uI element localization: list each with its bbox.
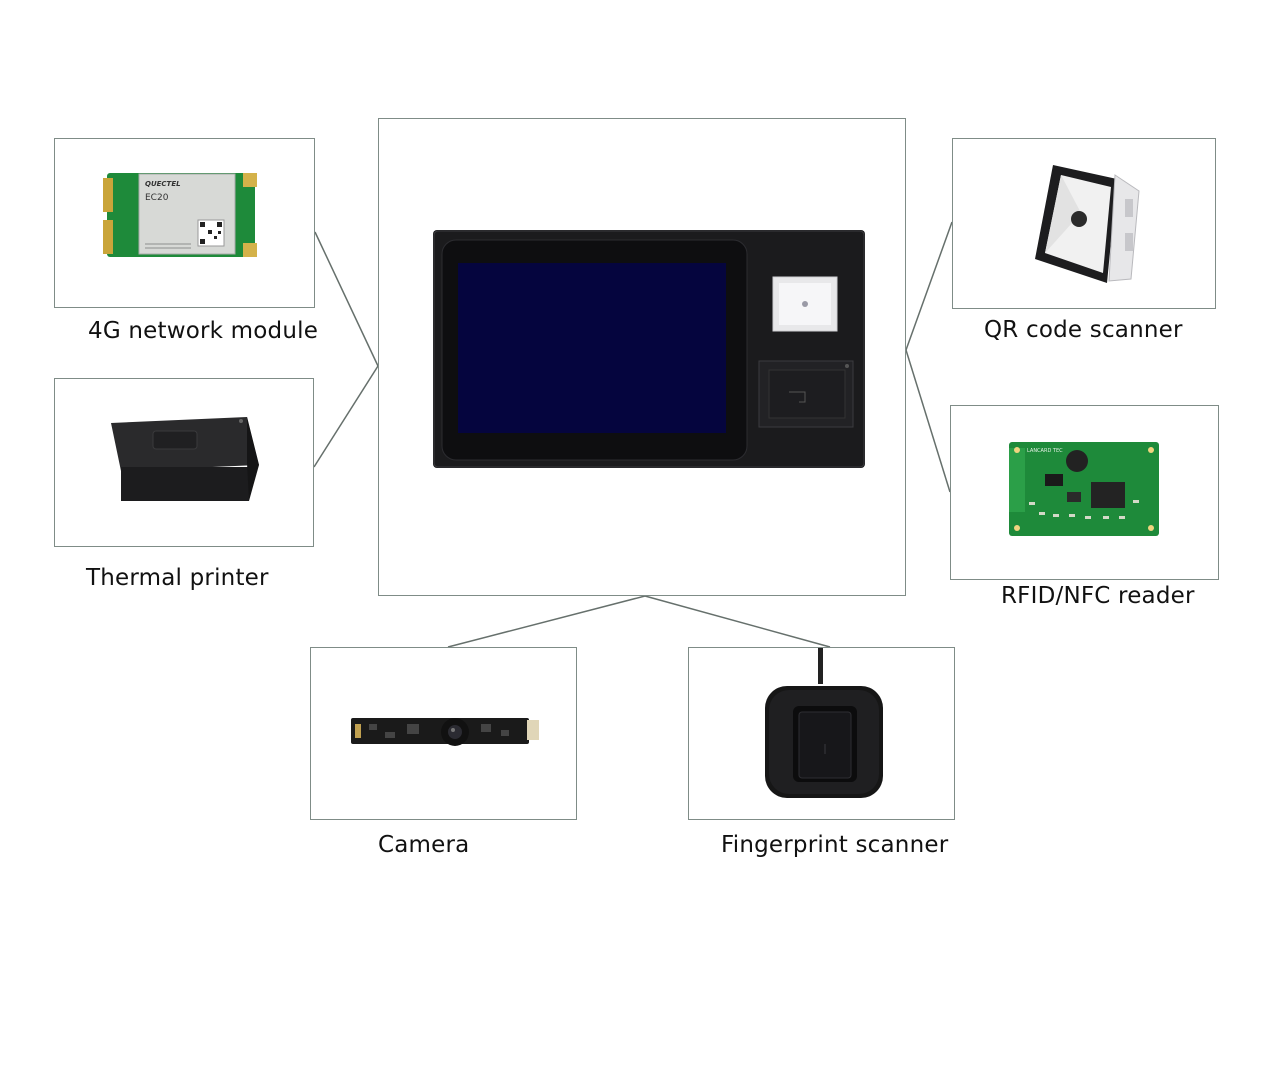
connector-qr xyxy=(905,221,953,351)
fingerprint-scanner-label: Fingerprint scanner xyxy=(721,832,949,858)
thermal-printer-image xyxy=(111,417,259,501)
qr-scanner-frame xyxy=(952,138,1216,309)
network-module-image: QUECTEL EC20 xyxy=(103,173,257,257)
camera-label: Camera xyxy=(378,832,470,858)
camera-frame xyxy=(310,647,577,820)
rfid-reader-image: LANCARD TEC xyxy=(1009,442,1159,536)
thermal-printer-label: Thermal printer xyxy=(86,565,269,591)
qr-scanner-image xyxy=(1035,165,1140,283)
network-module-frame: QUECTEL EC20 xyxy=(54,138,315,308)
rfid-marking-text: LANCARD TEC xyxy=(1027,448,1063,454)
connector-printer xyxy=(313,365,379,468)
rfid-reader-label: RFID/NFC reader xyxy=(1001,583,1195,609)
display-screen xyxy=(458,263,726,433)
module-model-text: EC20 xyxy=(145,193,169,203)
connector-fingerprint xyxy=(644,595,831,648)
thermal-printer-frame xyxy=(54,378,314,547)
fingerprint-scanner-image xyxy=(765,648,883,798)
network-module-label: 4G network module xyxy=(88,318,319,344)
central-device-frame xyxy=(378,118,906,596)
connector-rfid xyxy=(905,349,951,493)
camera-module-image xyxy=(351,718,539,746)
connector-camera xyxy=(447,595,646,648)
rfid-reader-frame: LANCARD TEC xyxy=(950,405,1219,580)
module-brand-text: QUECTEL xyxy=(145,180,181,188)
connector-network xyxy=(314,231,379,367)
qr-scanner-label: QR code scanner xyxy=(984,317,1183,343)
fingerprint-scanner-frame xyxy=(688,647,955,820)
kiosk-terminal-image xyxy=(433,230,865,468)
